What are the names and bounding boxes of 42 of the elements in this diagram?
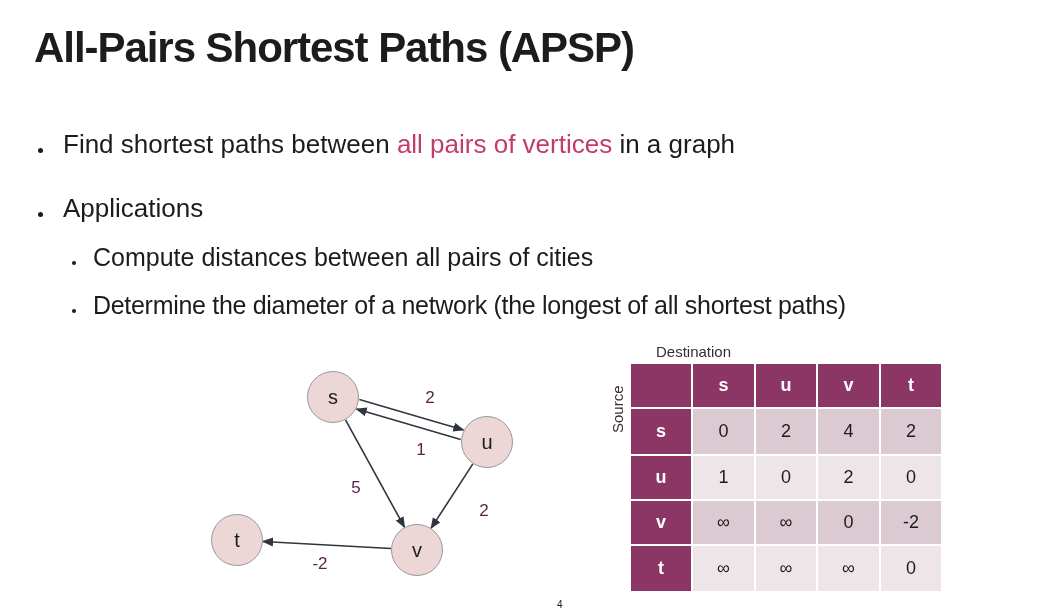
table-cell: 0: [880, 545, 942, 592]
bullet-text: Find shortest paths between all pairs of vertices in a graph: [63, 128, 736, 161]
table-cell: 2: [817, 455, 880, 500]
table-header-cell: v: [817, 363, 880, 408]
table-header-cell: u: [755, 363, 817, 408]
table-header-cell: v: [630, 500, 692, 545]
table-cell: 1: [692, 455, 755, 500]
slide-title: All-Pairs Shortest Paths (APSP): [34, 23, 634, 73]
bullet-text: Determine the diameter of a network (the longest of all shortest paths): [93, 290, 846, 321]
arrow: [355, 407, 462, 441]
table-cell: 0: [880, 455, 942, 500]
edge-label: 2: [478, 501, 490, 519]
edge-label: 2: [424, 388, 436, 406]
table-cell: ∞: [755, 545, 817, 592]
axis-label: Destination: [656, 342, 732, 362]
table-cell: 0: [755, 455, 817, 500]
page-number: 4: [557, 598, 563, 612]
table-header-cell: u: [630, 455, 692, 500]
bullet-text: Compute distances between all pairs of cities: [93, 242, 594, 273]
table-cell: 2: [880, 408, 942, 455]
table-cell: 0: [692, 408, 755, 455]
edge-label: -2: [311, 554, 329, 572]
arrow: [358, 398, 465, 432]
arrow: [344, 419, 406, 529]
table-header-cell: t: [630, 545, 692, 592]
table-cell: ∞: [692, 545, 755, 592]
arrow: [430, 463, 474, 530]
table-cell: 2: [755, 408, 817, 455]
table-cell: 4: [817, 408, 880, 455]
table-header-cell: t: [880, 363, 942, 408]
table-cell: 0: [817, 500, 880, 545]
axis-label: Source: [607, 385, 627, 433]
edge-label: 5: [350, 478, 362, 496]
table-header-cell: s: [692, 363, 755, 408]
table-cell: ∞: [692, 500, 755, 545]
table-header-cell: s: [630, 408, 692, 455]
arrow: [261, 537, 392, 550]
table-cell: -2: [880, 500, 942, 545]
bullet-text: Applications: [63, 192, 204, 225]
table-cell: ∞: [755, 500, 817, 545]
table-cell: ∞: [817, 545, 880, 592]
edge-label: 1: [415, 440, 427, 458]
